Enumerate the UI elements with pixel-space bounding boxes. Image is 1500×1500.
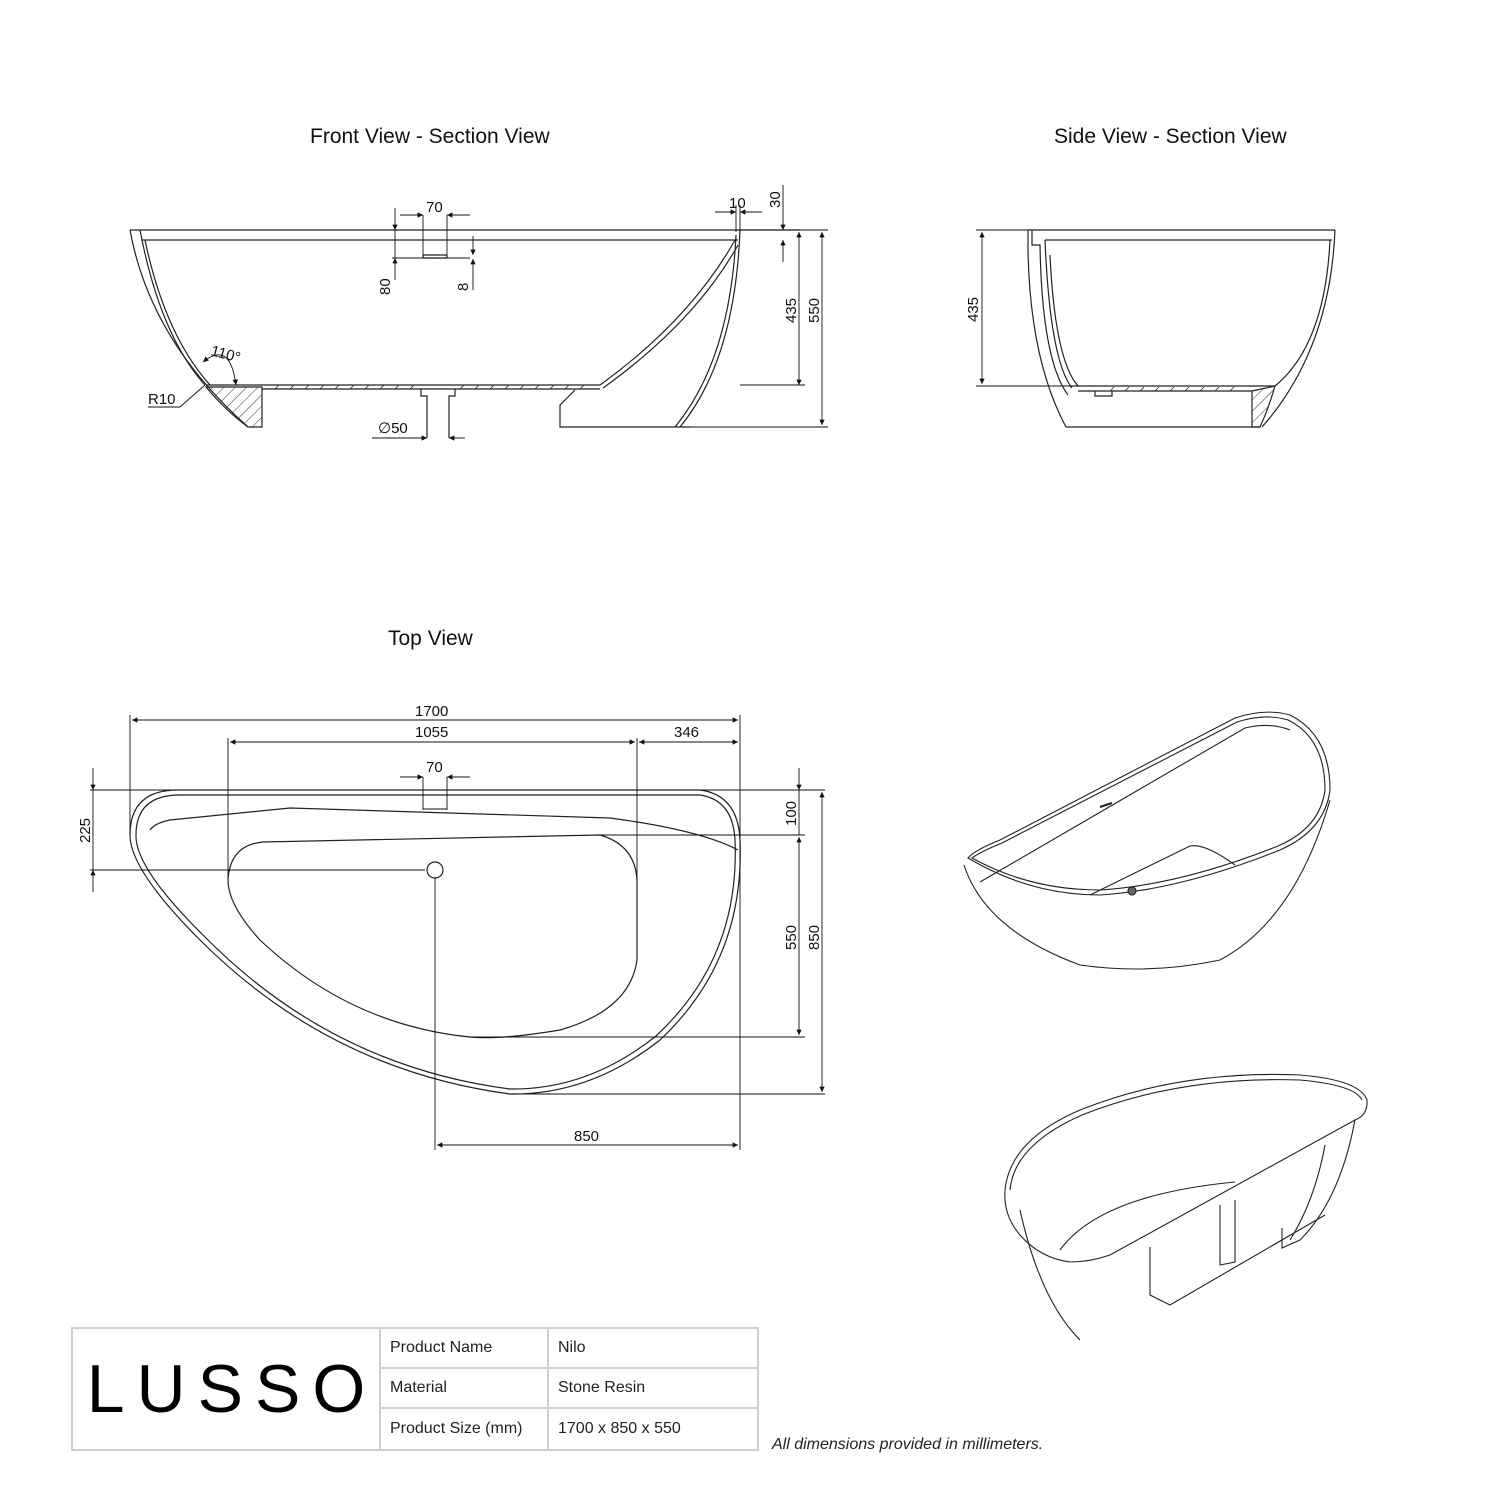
top-view-title: Top View — [388, 627, 473, 650]
dim-end-offset: 346 — [674, 724, 699, 741]
top-dimensions — [90, 715, 825, 1150]
side-dim-water-depth: 435 — [965, 297, 982, 322]
top-view — [129, 789, 741, 1095]
dim-inner-width: 550 — [783, 925, 800, 950]
spec-label: Product Size (mm) — [381, 1409, 549, 1449]
isometric-view-front — [963, 711, 1331, 970]
dim-waste-diameter: ∅50 — [378, 420, 408, 437]
front-dimension-labels: 70 80 8 10 30 435 550 110° R10 ∅50 — [148, 191, 823, 437]
side-dimensions — [976, 229, 1072, 387]
dim-rim-width: 100 — [783, 801, 800, 826]
dim-waste-offset-y: 225 — [77, 818, 94, 843]
dim-overflow-width: 70 — [426, 199, 443, 216]
spec-label: Material — [381, 1369, 549, 1409]
spec-label: Product Name — [381, 1329, 549, 1369]
isometric-view-back — [1004, 1073, 1368, 1341]
dim-inner-length: 1055 — [415, 724, 448, 741]
dimensions-footnote: All dimensions provided in millimeters. — [772, 1436, 1044, 1453]
dim-angle: 110° — [209, 342, 242, 366]
dim-overflow-height: 8 — [455, 283, 472, 291]
front-view-title: Front View - Section View — [310, 125, 550, 148]
dim-overall-height: 550 — [806, 298, 823, 323]
dim-top-overflow-width: 70 — [426, 759, 443, 776]
dim-radius: R10 — [148, 391, 176, 408]
dim-rim-thickness: 10 — [729, 195, 746, 212]
dim-water-depth: 435 — [783, 298, 800, 323]
brand-logo-cell: LUSSO — [73, 1329, 381, 1449]
dim-overall-width: 850 — [806, 925, 823, 950]
side-view-title: Side View - Section View — [1054, 125, 1287, 148]
spec-value: Stone Resin — [549, 1369, 757, 1409]
top-dimension-labels: 1700 1055 346 70 225 100 550 850 850 — [77, 703, 823, 1145]
spec-table: LUSSO Product Name Nilo Material Stone R… — [71, 1327, 759, 1451]
spec-value: 1700 x 850 x 550 — [558, 1420, 681, 1437]
brand-logo: LUSSO — [86, 1351, 378, 1427]
front-dimensions — [148, 185, 828, 441]
spec-value: Nilo — [549, 1329, 757, 1369]
spec-grid: Product Name Nilo Material Stone Resin P… — [381, 1329, 757, 1449]
dim-rim-drop: 30 — [767, 191, 784, 208]
dim-overflow-depth: 80 — [377, 278, 394, 295]
dim-waste-offset-x: 850 — [574, 1128, 599, 1145]
dim-overall-length: 1700 — [415, 703, 448, 720]
front-view-section — [129, 229, 800, 438]
side-view-section — [1027, 229, 1336, 428]
